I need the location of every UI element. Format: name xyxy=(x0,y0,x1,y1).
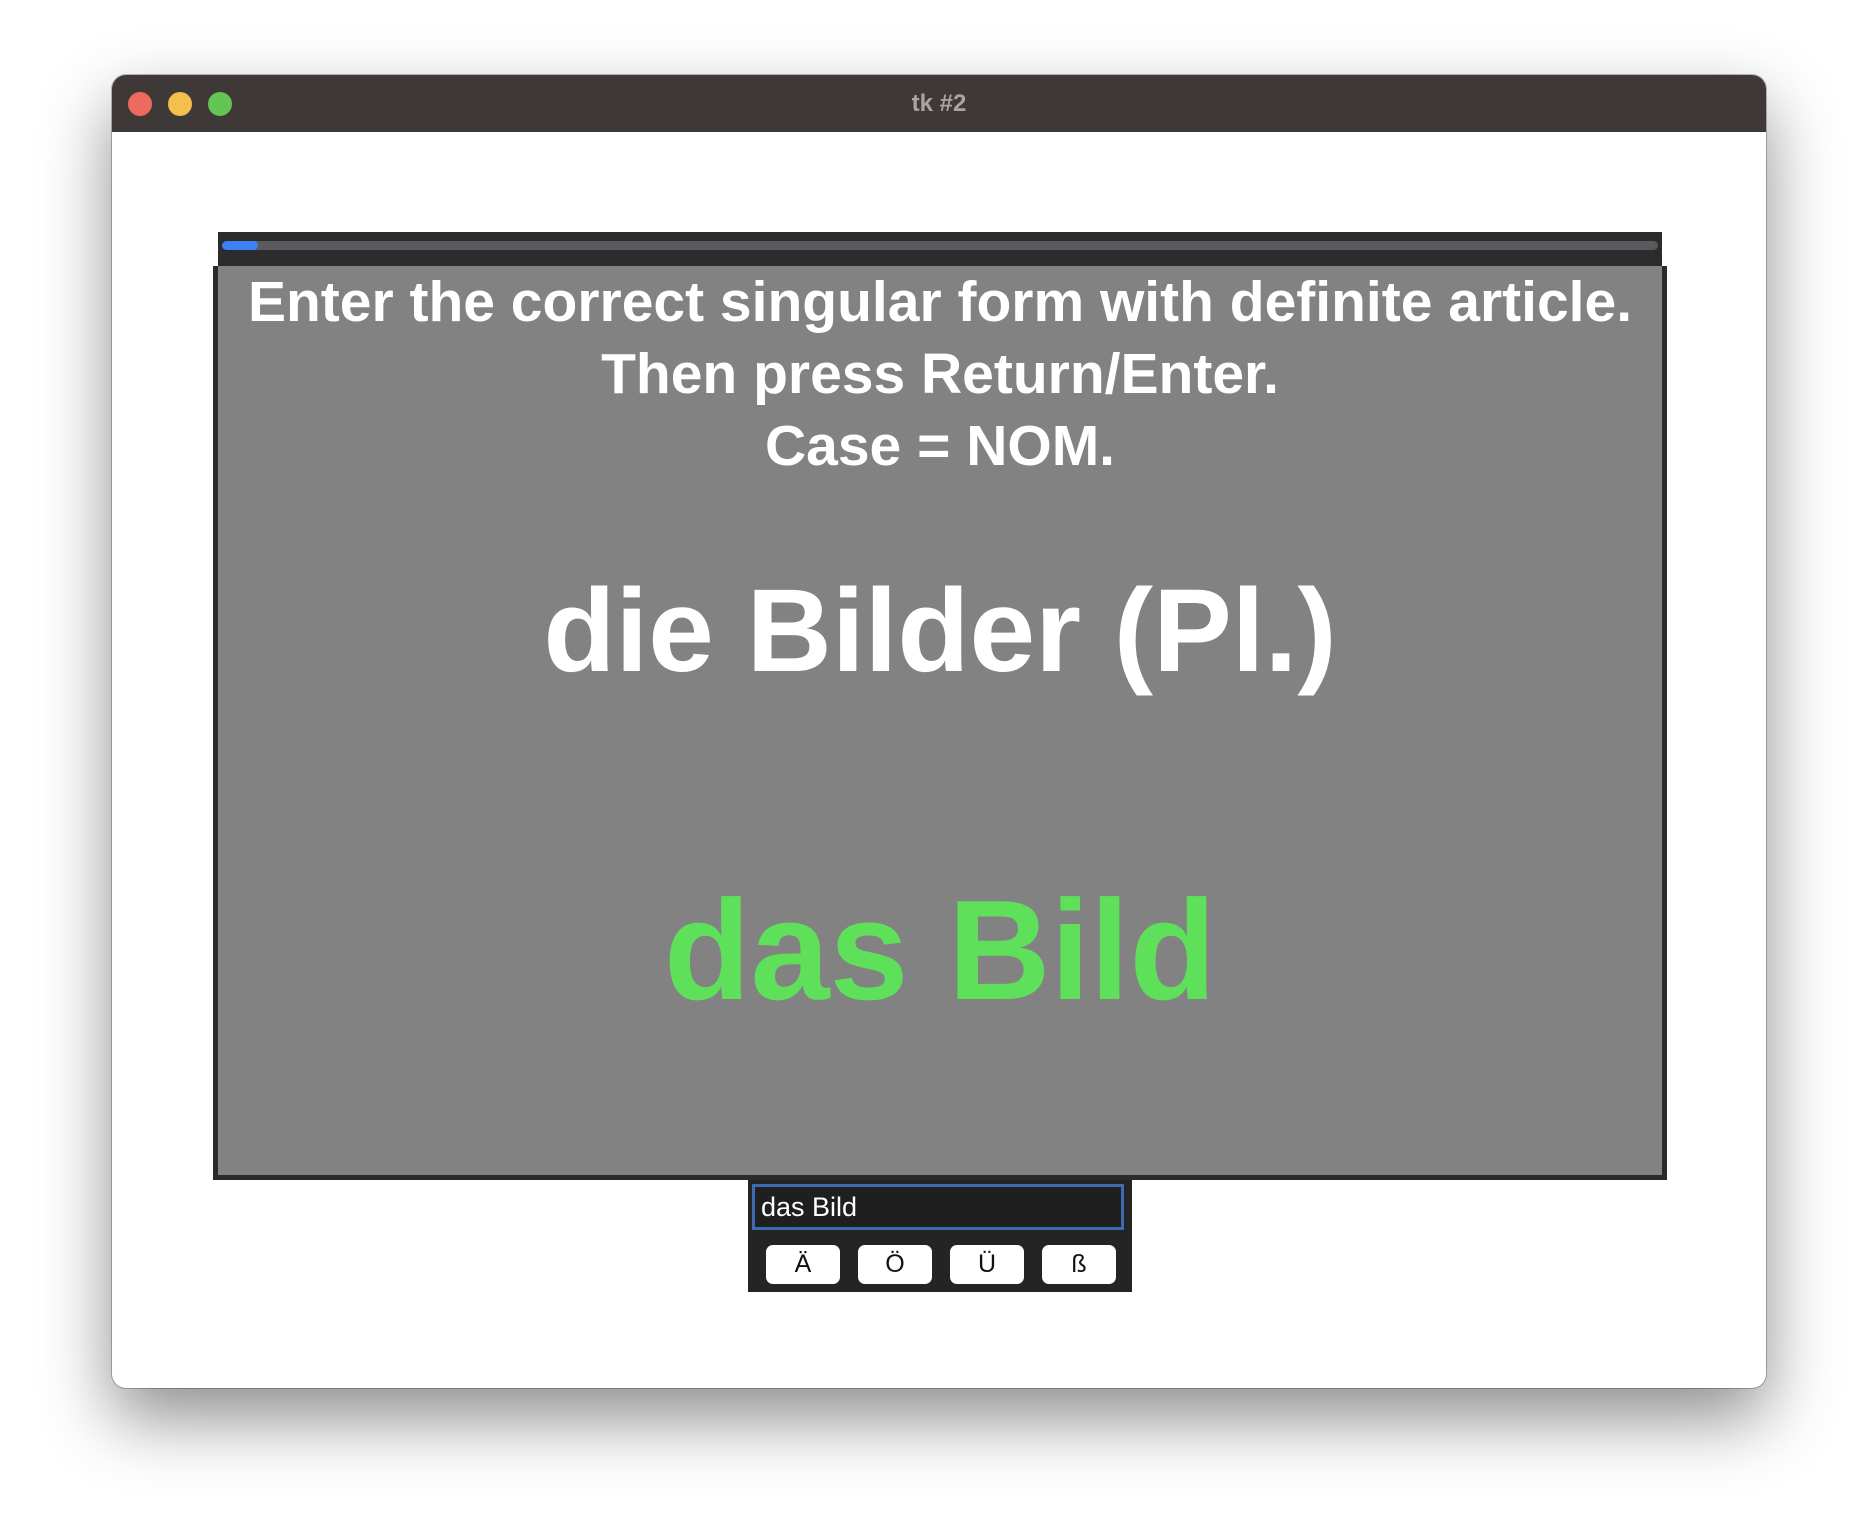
window-title: tk #2 xyxy=(911,90,967,117)
app-window: tk #2 Enter the correct singular form wi… xyxy=(112,75,1766,1388)
minimize-window-button[interactable] xyxy=(168,92,192,116)
answer-feedback: das Bild xyxy=(663,871,1217,1030)
progress-panel xyxy=(218,232,1662,266)
insert-o-umlaut-button[interactable]: Ö xyxy=(858,1245,932,1284)
instruction-line-2: Then press Return/Enter. xyxy=(601,342,1279,406)
answer-input[interactable] xyxy=(752,1184,1124,1230)
instruction-line-3: Case = NOM. xyxy=(764,414,1116,478)
insert-a-umlaut-button[interactable]: Ä xyxy=(766,1245,840,1284)
progress-bar xyxy=(222,241,1658,250)
instruction-line-1: Enter the correct singular form with def… xyxy=(247,270,1633,334)
insert-eszett-button[interactable]: ß xyxy=(1042,1245,1116,1284)
insert-u-umlaut-button[interactable]: Ü xyxy=(950,1245,1024,1284)
zoom-window-button[interactable] xyxy=(208,92,232,116)
input-panel: Ä Ö Ü ß xyxy=(748,1180,1132,1292)
flashcard: Enter the correct singular form with def… xyxy=(213,266,1667,1180)
title-bar: tk #2 xyxy=(112,75,1766,132)
close-window-button[interactable] xyxy=(128,92,152,116)
progress-fill xyxy=(222,241,258,250)
prompt-word: die Bilder (Pl.) xyxy=(543,565,1337,697)
